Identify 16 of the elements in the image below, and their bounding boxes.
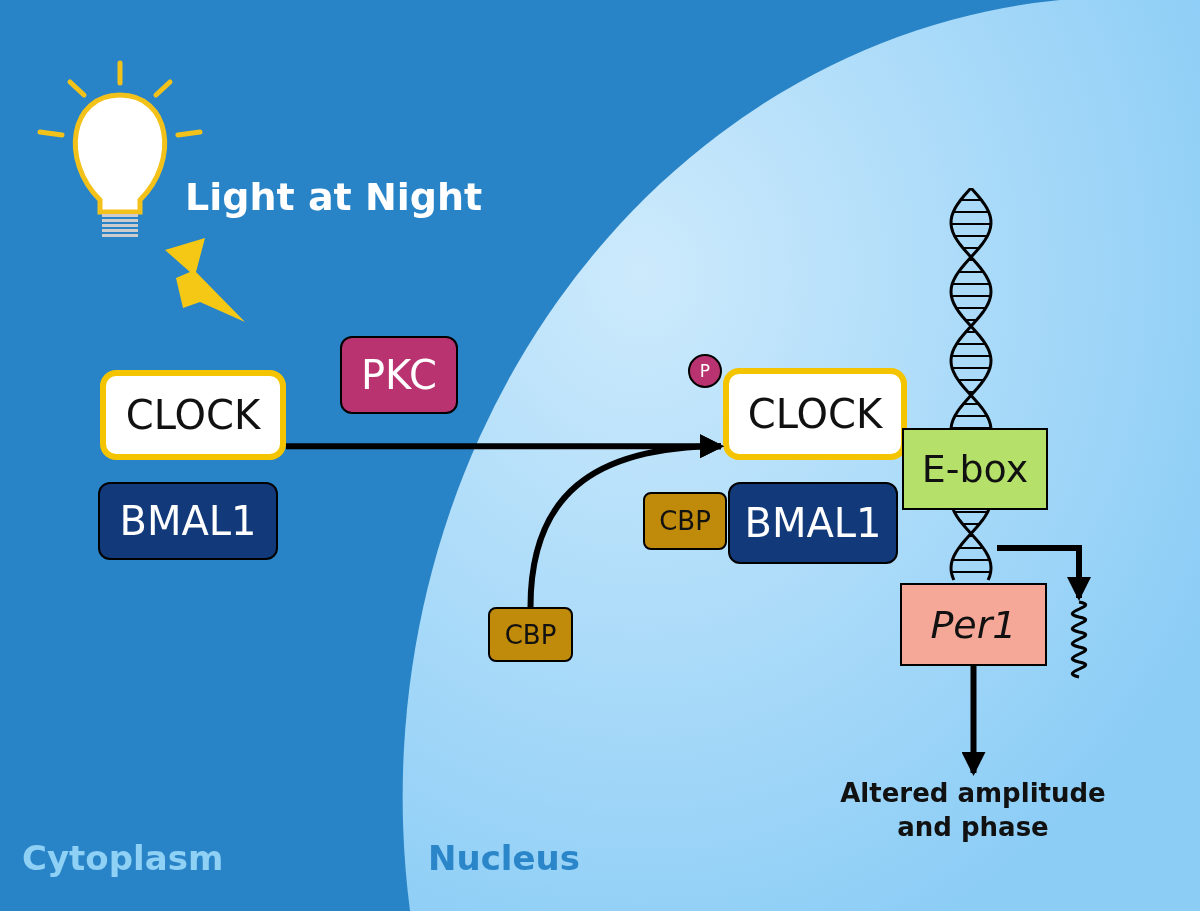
region-label: Cytoplasm: [22, 838, 224, 878]
outcome-text: Altered amplitude and phase: [823, 775, 1123, 847]
protein-box: PKC: [340, 336, 458, 414]
protein-box: BMAL1: [728, 482, 898, 564]
gene-box: Per1: [900, 583, 1047, 666]
protein-box: BMAL1: [98, 482, 278, 560]
protein-box: CBP: [488, 607, 573, 662]
arrow: [527, 434, 724, 608]
region-label: Nucleus: [428, 838, 580, 878]
protein-box: CLOCK: [100, 370, 286, 460]
heading-text: Light at Night: [185, 175, 483, 219]
arrow: [997, 545, 1091, 601]
protein-box: CBP: [643, 492, 727, 550]
gene-element-box: E-box: [902, 428, 1048, 510]
protein-box: CLOCK: [723, 368, 907, 460]
arrow: [961, 666, 986, 776]
